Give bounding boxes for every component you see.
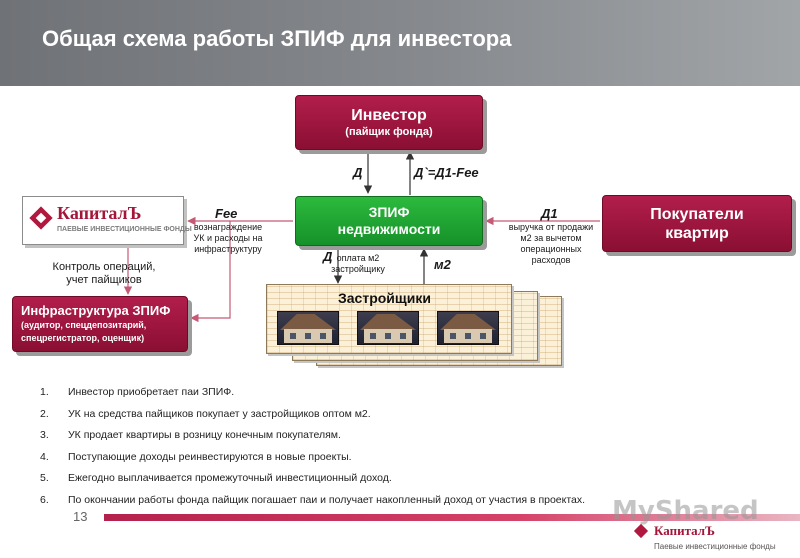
fee-label: Fee (215, 206, 238, 221)
list-item: 4.Поступающие доходы реинвестируются в н… (40, 450, 352, 463)
payment-d-label: Д (323, 249, 333, 264)
payment-note: оплата м2 застройщику (331, 253, 385, 274)
buyers-box: Покупатели квартир (602, 195, 792, 252)
footer-brand: КапиталЪ (654, 523, 715, 538)
d-label: Д (353, 165, 363, 180)
steps-list: 1.Инвестор приобретает паи ЗПИФ. 2.УК на… (40, 382, 585, 511)
infrastructure-title: Инфраструктура ЗПИФ (21, 303, 171, 318)
d1-note: выручка от продажи м2 за вычетом операци… (508, 222, 594, 265)
infrastructure-line1: (аудитор, спецдепозитарий, (21, 320, 147, 330)
arrow-fee-to-infrastructure (190, 221, 231, 323)
page-title: Общая схема работы ЗПИФ для инвестора (42, 26, 512, 51)
footer-brand-subtitle: Паевые инвестиционные фонды (654, 542, 776, 551)
buyers-line2: квартир (665, 224, 729, 242)
list-item: 2.УК на средства пайщиков покупает у зас… (40, 407, 371, 420)
zpif-line2: недвижимости (337, 221, 441, 237)
house-icon (357, 311, 419, 345)
list-item: 3.УК продает квартиры в розницу конечным… (40, 429, 341, 441)
header-bar: Общая схема работы ЗПИФ для инвестора (0, 0, 800, 86)
d-prime-label: Д`=Д1-Fee (414, 165, 479, 180)
list-item: 5.Ежегодно выплачивается промежуточный и… (40, 472, 392, 484)
d1-label: Д1 (541, 206, 558, 221)
zpif-line1: ЗПИФ (368, 204, 410, 220)
logo-diamond-icon (29, 206, 53, 230)
infrastructure-line2: спецрегистратор, оценщик) (21, 333, 145, 343)
page-number: 13 (73, 509, 88, 524)
list-item: 1.Инвестор приобретает паи ЗПИФ. (40, 386, 235, 398)
investor-subtitle: (пайщик фонда) (345, 126, 433, 138)
zpif-box: ЗПИФ недвижимости (295, 196, 483, 246)
developers-title: Застройщики (338, 290, 431, 306)
m2-label: м2 (434, 257, 451, 272)
footer-bar (104, 514, 800, 521)
list-item: 6.По окончании работы фонда пайщик погаш… (40, 493, 586, 506)
control-note: Контроль операций, учет пайщиков (52, 261, 156, 286)
house-icon (437, 311, 499, 345)
house-icon (277, 311, 339, 345)
logo-name: КапиталЪ (57, 203, 142, 223)
logo-subtitle: ПАЕВЫЕ ИНВЕСТИЦИОННЫЕ ФОНДЫ (57, 226, 192, 233)
company-logo: КапиталЪ ПАЕВЫЕ ИНВЕСТИЦИОННЫЕ ФОНДЫ (22, 196, 192, 245)
buyers-line1: Покупатели (650, 205, 744, 223)
investor-box: Инвестор (пайщик фонда) (295, 95, 483, 150)
fee-note: вознаграждение УК и расходы на инфрастру… (193, 222, 263, 254)
watermark: MyShared (612, 496, 759, 526)
infrastructure-box: Инфраструктура ЗПИФ (аудитор, спецдепози… (12, 296, 188, 352)
investor-title: Инвестор (351, 107, 427, 124)
